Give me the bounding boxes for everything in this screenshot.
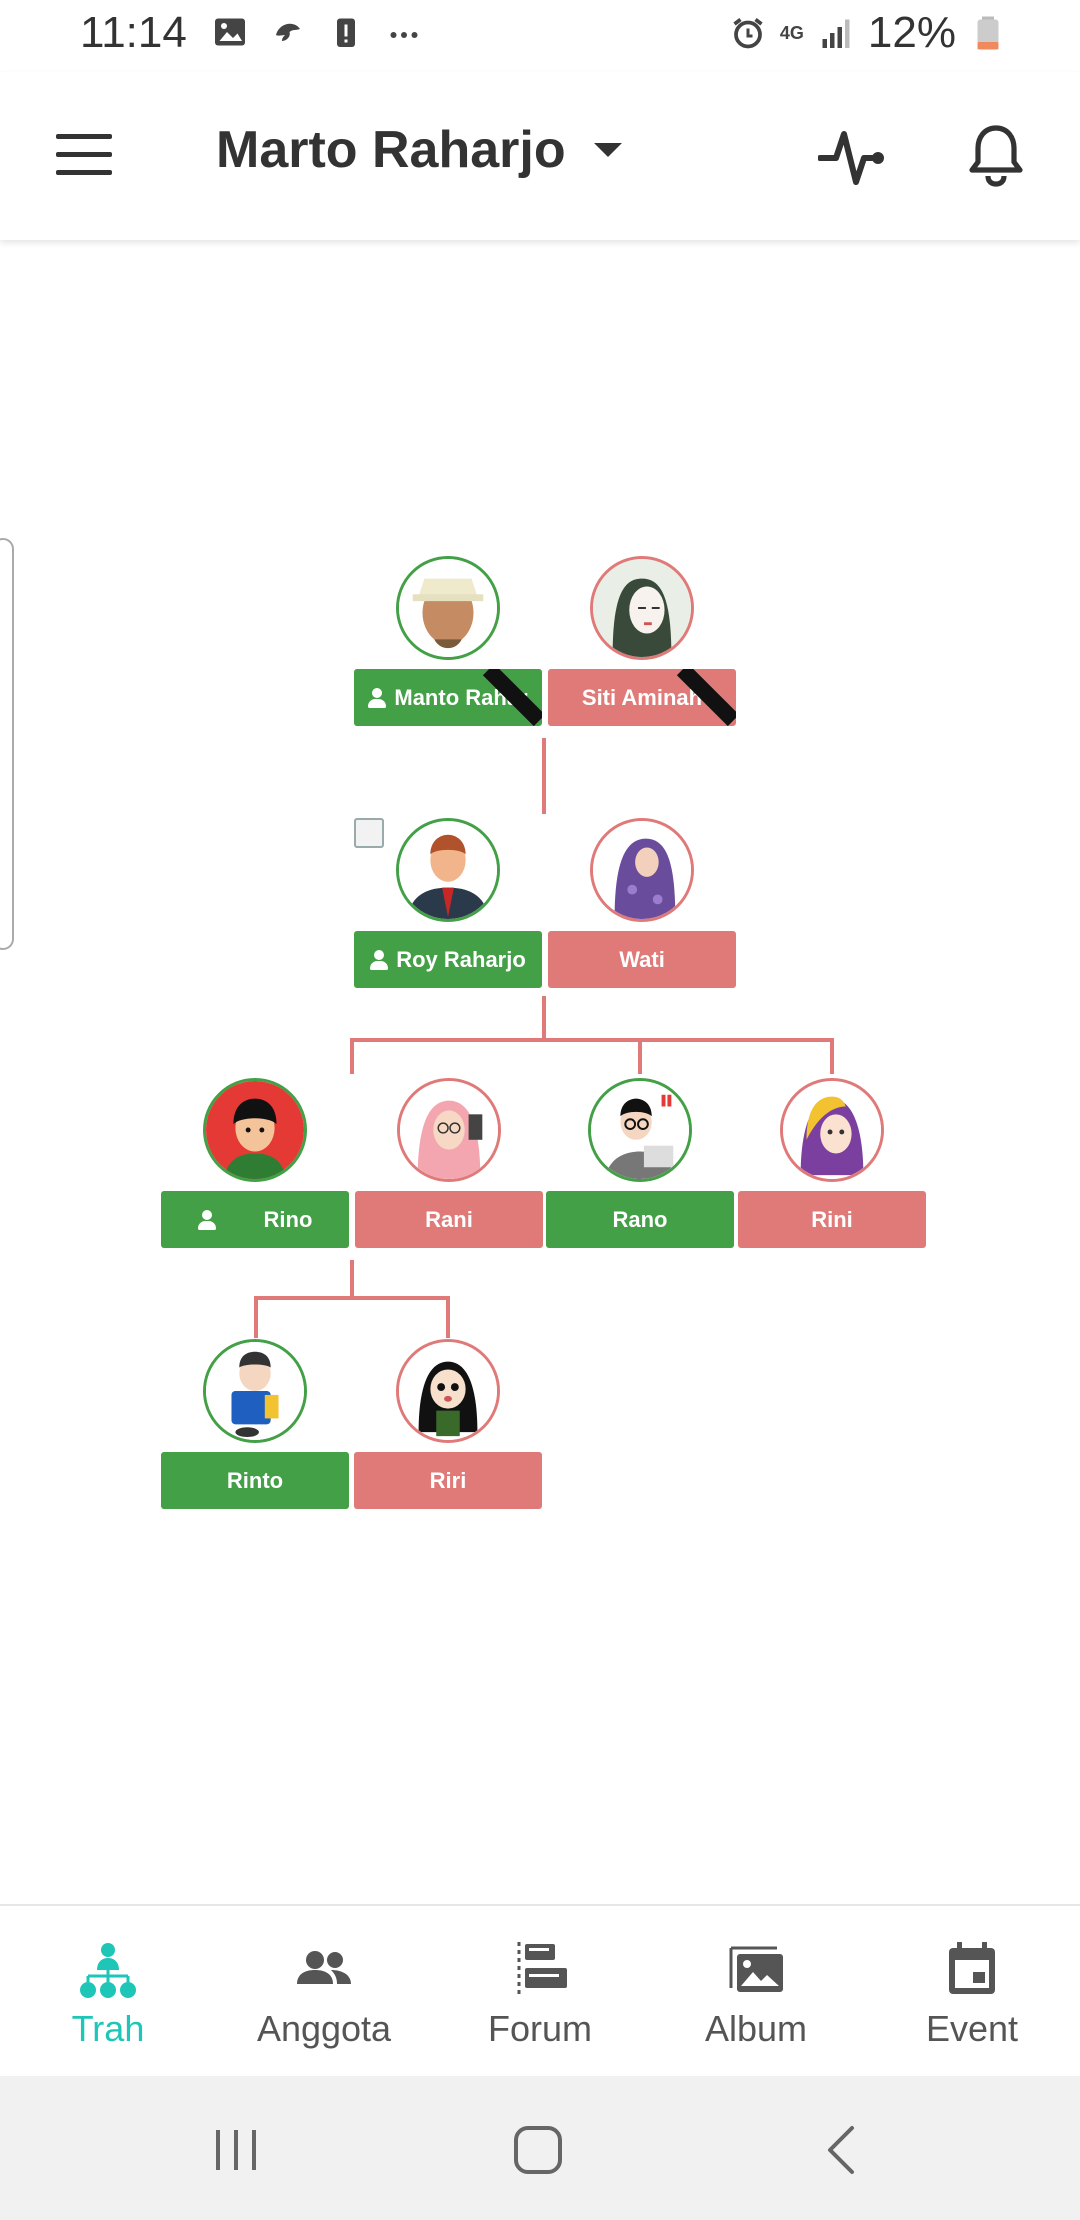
member-name: Roy Raharjo bbox=[396, 946, 526, 972]
caret-down-icon bbox=[593, 143, 622, 157]
member-node-rinto[interactable]: Rinto bbox=[161, 1339, 349, 1521]
more-dots-icon bbox=[390, 32, 418, 38]
member-label: Riri bbox=[354, 1452, 542, 1509]
nav-label: Anggota bbox=[256, 2008, 392, 2049]
tree-connector bbox=[542, 996, 546, 1040]
tree-connector bbox=[350, 1038, 354, 1074]
avatar bbox=[203, 1078, 307, 1182]
network-label: 4G bbox=[779, 22, 804, 43]
user-icon bbox=[370, 949, 389, 970]
messenger-icon bbox=[276, 23, 300, 41]
nav-label: Trah bbox=[71, 2008, 145, 2049]
tree-connector bbox=[254, 1296, 258, 1338]
nav-item-forum[interactable]: Forum bbox=[432, 1906, 648, 2076]
gallery-icon bbox=[215, 18, 245, 46]
member-node-wati[interactable]: Wati bbox=[548, 818, 736, 1000]
nav-label: Forum bbox=[487, 2008, 592, 2049]
nav-item-anggota[interactable]: Anggota bbox=[216, 1906, 432, 2076]
member-name: Rani bbox=[425, 1206, 473, 1232]
side-drawer-handle[interactable] bbox=[0, 538, 14, 950]
avatar bbox=[590, 556, 694, 660]
bottom-navigation: Trah Anggota Forum Album bbox=[0, 1904, 1080, 2076]
member-node-riri[interactable]: Riri bbox=[354, 1339, 542, 1521]
menu-icon[interactable] bbox=[56, 134, 112, 178]
contact-card-icon[interactable] bbox=[354, 818, 384, 848]
member-name: Rano bbox=[612, 1206, 668, 1232]
family-selector[interactable]: Marto Raharjo bbox=[216, 120, 622, 180]
alarm-icon bbox=[733, 18, 763, 49]
tree-connector bbox=[830, 1038, 834, 1074]
forum-icon bbox=[517, 1942, 567, 1998]
status-icons-right: 4G 12% bbox=[730, 8, 1006, 58]
member-node-rino[interactable]: Rino bbox=[161, 1078, 349, 1260]
back-icon[interactable] bbox=[812, 2120, 872, 2180]
tree-connector bbox=[446, 1296, 450, 1338]
member-label: Rino bbox=[161, 1191, 349, 1248]
album-icon bbox=[729, 1946, 783, 1992]
nav-item-event[interactable]: Event bbox=[864, 1906, 1080, 2076]
tree-connector bbox=[638, 1038, 642, 1074]
tree-connector bbox=[350, 1038, 834, 1042]
nav-item-album[interactable]: Album bbox=[648, 1906, 864, 2076]
member-node-manto[interactable]: Manto Rahar bbox=[354, 556, 542, 738]
member-node-rani[interactable]: Rani bbox=[355, 1078, 543, 1260]
member-name: Siti Aminah bbox=[581, 684, 703, 710]
battery-alert-icon bbox=[337, 18, 355, 47]
member-name: Riri bbox=[429, 1467, 467, 1493]
user-icon bbox=[197, 1209, 216, 1230]
avatar bbox=[780, 1078, 884, 1182]
avatar bbox=[397, 1078, 501, 1182]
member-label: Rani bbox=[355, 1191, 543, 1248]
signal-icon bbox=[822, 19, 850, 48]
member-name: Rino bbox=[263, 1206, 313, 1232]
avatar bbox=[396, 1339, 500, 1443]
member-label: Rinto bbox=[161, 1452, 349, 1509]
family-tree-icon bbox=[80, 1943, 136, 1998]
tree-connector bbox=[542, 738, 546, 814]
member-label: Roy Raharjo bbox=[354, 931, 542, 988]
member-label: Rano bbox=[546, 1191, 734, 1248]
avatar bbox=[203, 1339, 307, 1443]
status-bar: 11:14 4G 12% bbox=[0, 0, 1080, 72]
battery-percent: 12% bbox=[867, 8, 956, 57]
member-name: Wati bbox=[619, 946, 665, 972]
nav-label: Event bbox=[925, 2008, 1019, 2049]
members-icon bbox=[297, 1951, 351, 1984]
user-icon bbox=[368, 687, 387, 708]
pulse-icon[interactable] bbox=[818, 124, 886, 188]
member-node-roy[interactable]: Roy Raharjo bbox=[354, 818, 542, 1000]
system-navigation-bar bbox=[0, 2076, 1080, 2220]
event-icon bbox=[949, 1942, 995, 1994]
tree-connector bbox=[254, 1296, 450, 1300]
member-label: Wati bbox=[548, 931, 736, 988]
bell-icon[interactable] bbox=[966, 122, 1026, 188]
member-label: Manto Rahar bbox=[354, 669, 542, 726]
home-icon[interactable] bbox=[508, 2120, 568, 2180]
recent-apps-icon[interactable] bbox=[206, 2120, 266, 2180]
member-node-rini[interactable]: Rini bbox=[738, 1078, 926, 1260]
member-node-siti[interactable]: Siti Aminah bbox=[548, 556, 736, 738]
status-icons-left bbox=[212, 14, 422, 50]
member-label: Rini bbox=[738, 1191, 926, 1248]
member-name: Rini bbox=[811, 1206, 853, 1232]
page-title: Marto Raharjo bbox=[216, 121, 566, 179]
avatar bbox=[590, 818, 694, 922]
avatar bbox=[588, 1078, 692, 1182]
app-bar: Marto Raharjo bbox=[0, 72, 1080, 240]
status-time: 11:14 bbox=[80, 8, 187, 57]
tree-connector bbox=[350, 1260, 354, 1300]
nav-label: Album bbox=[704, 2008, 808, 2049]
avatar bbox=[396, 818, 500, 922]
nav-item-trah[interactable]: Trah bbox=[0, 1906, 216, 2076]
member-node-rano[interactable]: Rano bbox=[546, 1078, 734, 1260]
member-label: Siti Aminah bbox=[548, 669, 736, 726]
battery-icon bbox=[977, 16, 999, 50]
avatar bbox=[396, 556, 500, 660]
member-name: Rinto bbox=[226, 1467, 284, 1493]
